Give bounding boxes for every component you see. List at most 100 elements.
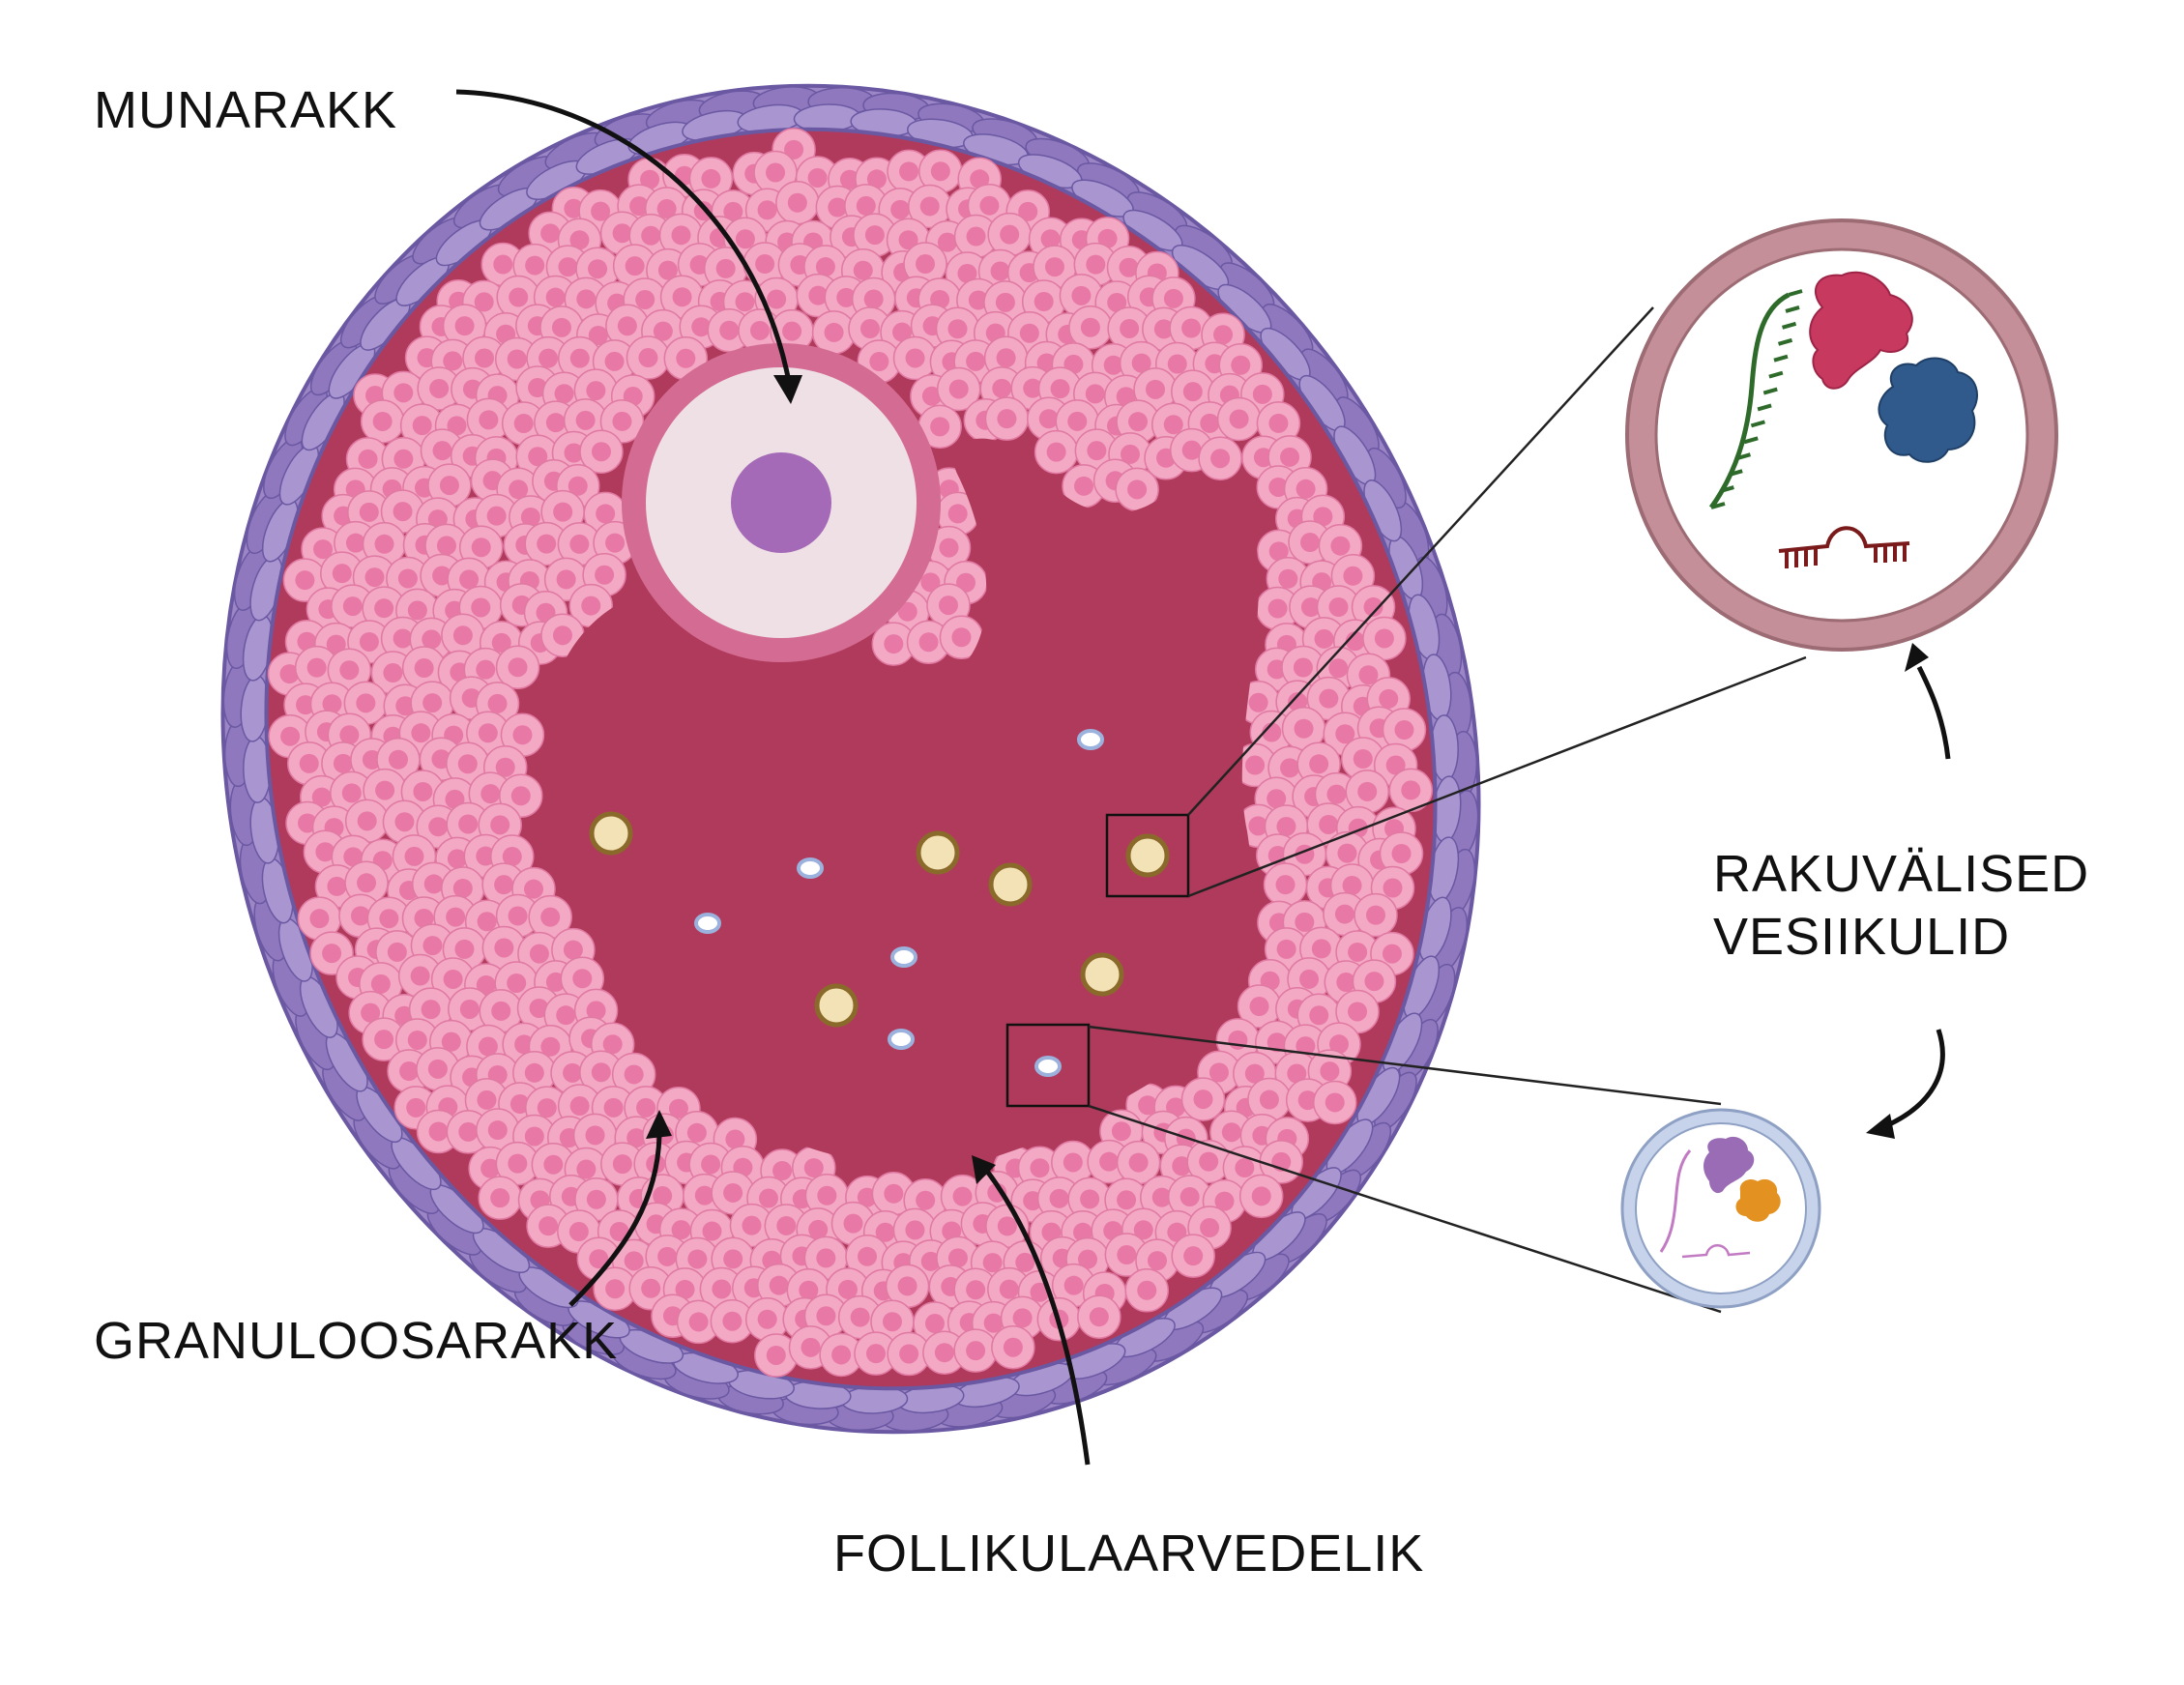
rna-strand-pink-icon	[1659, 1149, 1692, 1253]
pointer-arrows	[455, 89, 1951, 1466]
granulosa-cell	[448, 987, 492, 1031]
granulosa-cell	[1180, 1077, 1226, 1121]
granulosa-cell	[1345, 770, 1389, 814]
large-vesicle	[589, 811, 633, 856]
granulosa-cell	[478, 1176, 522, 1220]
granulosa-cell	[1237, 984, 1282, 1029]
granulosa-cell-label: GRANULOOSARAKK	[94, 1312, 619, 1370]
granulosa-cell	[754, 1333, 799, 1378]
ev-bottom-arrow	[1883, 1029, 1945, 1129]
granulosa-cell	[953, 1267, 998, 1312]
granulosa-cell	[848, 306, 892, 351]
large-vesicle	[814, 983, 859, 1028]
granulosa-cell	[1255, 586, 1300, 631]
large-vesicle	[1125, 833, 1170, 878]
granulosa-cell	[282, 558, 328, 602]
granulosa-cell	[599, 399, 645, 444]
granulosa-cell	[382, 799, 427, 844]
small-vesicle	[890, 946, 917, 968]
granulosa-cell	[427, 463, 472, 508]
zoom-box-large-vesicle	[1105, 813, 1190, 898]
granulosa-cell	[441, 613, 485, 658]
granulosa-cell	[1312, 1080, 1357, 1125]
protein-orange-icon	[1735, 1178, 1781, 1222]
granulosa-cell	[446, 801, 490, 847]
theca-cells	[222, 86, 1479, 1432]
granulosa-cell	[524, 521, 568, 567]
granulosa-cell	[892, 335, 938, 381]
granulosa-cell	[481, 925, 527, 971]
small-vesicle	[1077, 729, 1104, 750]
granulosa-cell	[331, 584, 375, 628]
granulosa-cell	[753, 150, 798, 195]
granulosa-cell	[480, 242, 526, 287]
granulosa-cell	[344, 860, 389, 906]
granulosa-cell	[887, 1331, 931, 1377]
granulosa-cells	[267, 128, 1434, 1378]
granulosa-cell	[1051, 1140, 1095, 1185]
granulosa-cell	[1238, 1174, 1284, 1219]
granulosa-cell	[344, 799, 390, 844]
fluid-pointer-arrow	[983, 1168, 1091, 1466]
granulosa-cell	[1341, 737, 1385, 781]
ev-label-line-1: RAKUVÄLISED	[1713, 845, 2090, 903]
granulosa-cell	[953, 214, 999, 259]
granulosa-cell	[703, 247, 748, 291]
granulosa-cell	[1388, 768, 1434, 813]
rna-hairpin-red-icon	[1778, 526, 1910, 568]
rna-hairpin-pink-icon	[1681, 1244, 1751, 1259]
large-vesicle-zoom	[1625, 218, 2058, 652]
granulosa-cell	[854, 1331, 898, 1376]
granulosa-cell	[1198, 436, 1242, 480]
granulosa-cell	[362, 1017, 406, 1061]
granulosa-cell	[1028, 217, 1073, 261]
oocyte-pointer-arrow	[455, 89, 791, 378]
granulosa-cell	[926, 525, 972, 570]
granulosa-cell	[1216, 396, 1262, 442]
granulosa-cell	[1171, 1234, 1215, 1278]
zoom-connector-lines	[1088, 306, 1807, 1314]
granulosa-cell	[531, 1142, 576, 1187]
follicular-fluid-label: FOLLIKULAARVEDELIK	[833, 1525, 1425, 1583]
granulosa-cell	[804, 1173, 850, 1218]
granulosa-cell	[1186, 1139, 1231, 1184]
zoom-box-small-vesicle	[1005, 1023, 1091, 1108]
granulosa-cell	[1167, 1175, 1212, 1219]
small-vesicle-zoom	[1620, 1108, 1821, 1309]
granulosa-pointer-arrow	[568, 1135, 662, 1307]
small-vesicle	[797, 857, 824, 879]
small-vesicle	[1034, 1056, 1062, 1077]
granulosa-cell	[707, 307, 751, 353]
protein-purple-icon	[1704, 1136, 1755, 1194]
granulosa-cell	[871, 622, 917, 666]
granulosa-cell	[593, 1266, 637, 1311]
granulosa-cell	[922, 1330, 967, 1375]
granulosa-cell	[1263, 862, 1308, 907]
granulosa-cell	[1306, 676, 1352, 721]
oocyte	[622, 343, 941, 662]
granulosa-cell	[500, 712, 545, 758]
granulosa-cell	[479, 989, 523, 1033]
granulosa-cell	[540, 613, 585, 657]
granulosa-cell	[600, 1142, 645, 1186]
ev-top-arrow	[1916, 665, 1951, 760]
granulosa-cell	[1354, 892, 1398, 938]
granulosa-cell	[495, 645, 540, 689]
granulosa-cell	[1249, 710, 1295, 755]
granulosa-cell	[1068, 305, 1113, 350]
granulosa-cell	[1034, 429, 1079, 475]
granulosa-cell	[837, 1294, 883, 1340]
granulosa-cell	[495, 1141, 540, 1186]
vesicles-in-fluid	[589, 729, 1170, 1077]
large-vesicle	[988, 862, 1033, 907]
granulosa-cell	[917, 404, 962, 450]
granulosa-cell	[744, 1296, 790, 1342]
granulosa-cell	[907, 184, 952, 229]
granulosa-cell	[953, 1328, 998, 1373]
extracellular-vesicles-label: RAKUVÄLISED VESIIKULID	[1713, 843, 2089, 969]
small-vesicle	[694, 913, 721, 934]
granulosa-cell	[612, 244, 657, 288]
oocyte-label: MUNARAKK	[94, 81, 398, 139]
